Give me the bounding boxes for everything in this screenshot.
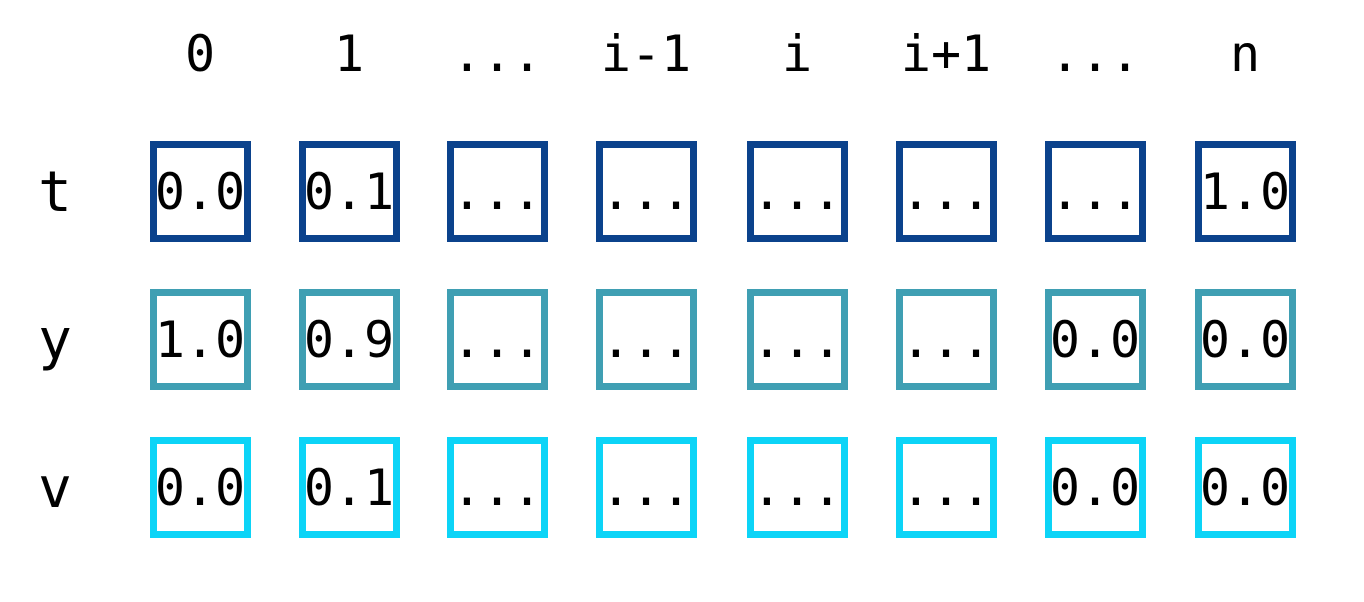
array-cell: 0.0 <box>1044 289 1146 390</box>
array-cell: 0.0 <box>1044 437 1146 538</box>
column-header: 1 <box>333 25 365 83</box>
array-cell: ... <box>595 437 697 538</box>
array-cell: 0.0 <box>149 437 251 538</box>
array-cell: 0.1 <box>298 437 400 538</box>
column-header: ... <box>1049 25 1141 83</box>
array-cell: ... <box>895 289 997 390</box>
array-cell: ... <box>446 289 548 390</box>
array-cell: ... <box>746 437 848 538</box>
array-cell: 1.0 <box>149 289 251 390</box>
column-header: i <box>781 25 813 83</box>
column-header: ... <box>451 25 543 83</box>
array-cell: ... <box>895 437 997 538</box>
column-header: n <box>1229 25 1261 83</box>
array-cell: ... <box>446 437 548 538</box>
array-cell: 1.0 <box>1194 141 1296 242</box>
row-label-t: t <box>38 160 72 225</box>
array-cell: 0.0 <box>1194 437 1296 538</box>
array-cell: ... <box>895 141 997 242</box>
array-cell: ... <box>746 289 848 390</box>
array-cell: ... <box>446 141 548 242</box>
array-cell: 0.9 <box>298 289 400 390</box>
row-label-v: v <box>38 456 72 521</box>
array-cell: ... <box>1044 141 1146 242</box>
array-cell: ... <box>595 141 697 242</box>
row-label-y: y <box>38 308 72 373</box>
array-cell: 0.0 <box>149 141 251 242</box>
array-cell: ... <box>746 141 848 242</box>
array-cell: ... <box>595 289 697 390</box>
column-header: i+1 <box>900 25 992 83</box>
array-cell: 0.1 <box>298 141 400 242</box>
array-cell: 0.0 <box>1194 289 1296 390</box>
column-header: 0 <box>184 25 216 83</box>
column-header: i-1 <box>600 25 692 83</box>
